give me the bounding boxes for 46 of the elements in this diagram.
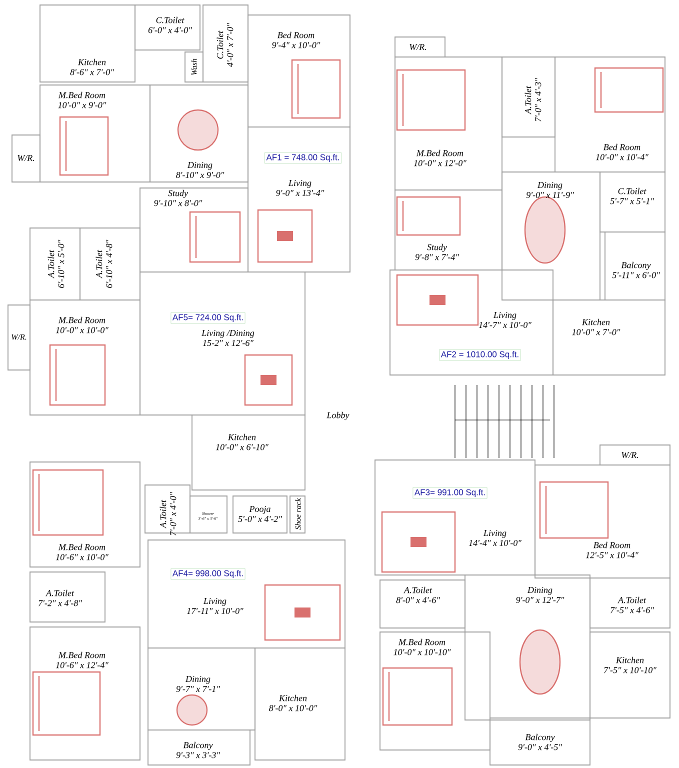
area-label: AF4= 998.00 Sq.ft. xyxy=(170,568,246,580)
room: Dining 8'-10" x 9'-0" xyxy=(150,84,248,182)
room: M.Bed Room 10'-6" x 10'-0" xyxy=(30,462,140,568)
room: A.Toilet 8'-0" x 4'-6" xyxy=(380,580,466,628)
room: M.Bed Room 10'-0" x 12'-0" xyxy=(394,56,502,190)
room: Bed Room 10'-0" x 10'-4" xyxy=(554,56,666,172)
room: Dining 9'-0" x 11'-9" xyxy=(502,172,600,300)
room: M.Bed Room 10'-0" x 10'-10" xyxy=(380,632,490,750)
room: A.Toilet 7'-0" x 4'-0" xyxy=(144,484,190,536)
room: M.Bed Room 10'-0" x 10'-0" xyxy=(30,300,140,416)
room: W/R. xyxy=(12,134,40,182)
area-label: AF2 = 1010.00 Sq.ft. xyxy=(439,349,521,361)
area-label: AF3= 991.00 Sq.ft. xyxy=(412,487,488,499)
room: Bed Room 12'-5" x 10'-4" xyxy=(534,464,670,578)
room: W/R. xyxy=(8,304,30,370)
room: C.Toilet 4'-0" x 7'-0" xyxy=(202,4,248,82)
room: M.Bed Room 10'-0" x 9'-0" xyxy=(40,84,150,182)
room: Kitchen 10'-0" x 7'-0" xyxy=(552,300,666,376)
lobby-label: Lobby xyxy=(326,412,350,420)
room: M.Bed Room 10'-6" x 12'-4" xyxy=(30,626,140,760)
room: Dining 9'-7" x 7'-1" xyxy=(148,648,256,730)
room: Kitchen 10'-0" x 6'-10" xyxy=(192,414,306,490)
room: Kitchen 8'-0" x 10'-0" xyxy=(254,648,346,760)
room: Shoe rack xyxy=(290,496,306,534)
room: A.Toilet 6'-10" x 4'-8" xyxy=(80,228,140,300)
room: Wash xyxy=(184,52,204,82)
room: W/R. xyxy=(394,36,446,58)
room: Balcony 9'-3" x 3'-3" xyxy=(148,730,250,766)
room: C.Toilet 5'-7" x 5'-1" xyxy=(600,172,666,232)
room: Balcony 9'-0" x 4'-5" xyxy=(490,718,590,766)
room: A.Toilet 7'-0" x 4'-3" xyxy=(502,56,556,138)
room: W/R. xyxy=(600,444,670,466)
room: Kitchen 8'-6" x 7'-0" xyxy=(40,4,136,82)
room: A.Toilet 7'-5" x 4'-6" xyxy=(590,578,670,628)
room: Bed Room 9'-4" x 10'-0" xyxy=(248,14,350,128)
room: Kitchen 7'-5" x 10'-10" xyxy=(590,632,670,718)
room: Balcony 5'-11" x 6'-0" xyxy=(604,232,666,300)
room: Dining 9'-0" x 12'-7" xyxy=(464,574,590,720)
room: Study 9'-10" x 8'-0" xyxy=(140,188,248,272)
area-label: AF1 = 748.00 Sq.ft. xyxy=(264,152,342,164)
room: A.Toilet 6'-10" x 5'-0" xyxy=(30,228,80,300)
room: C.Toilet 6'-0" x 4'-0" xyxy=(134,4,200,50)
room: Pooja 5'-0" x 4'-2" xyxy=(232,496,288,534)
room: Study 9'-8" x 7'-4" xyxy=(394,190,502,270)
room: A.Toilet 7'-2" x 4'-8" xyxy=(30,572,106,622)
area-label: AF5= 724.00 Sq.ft. xyxy=(170,312,246,324)
